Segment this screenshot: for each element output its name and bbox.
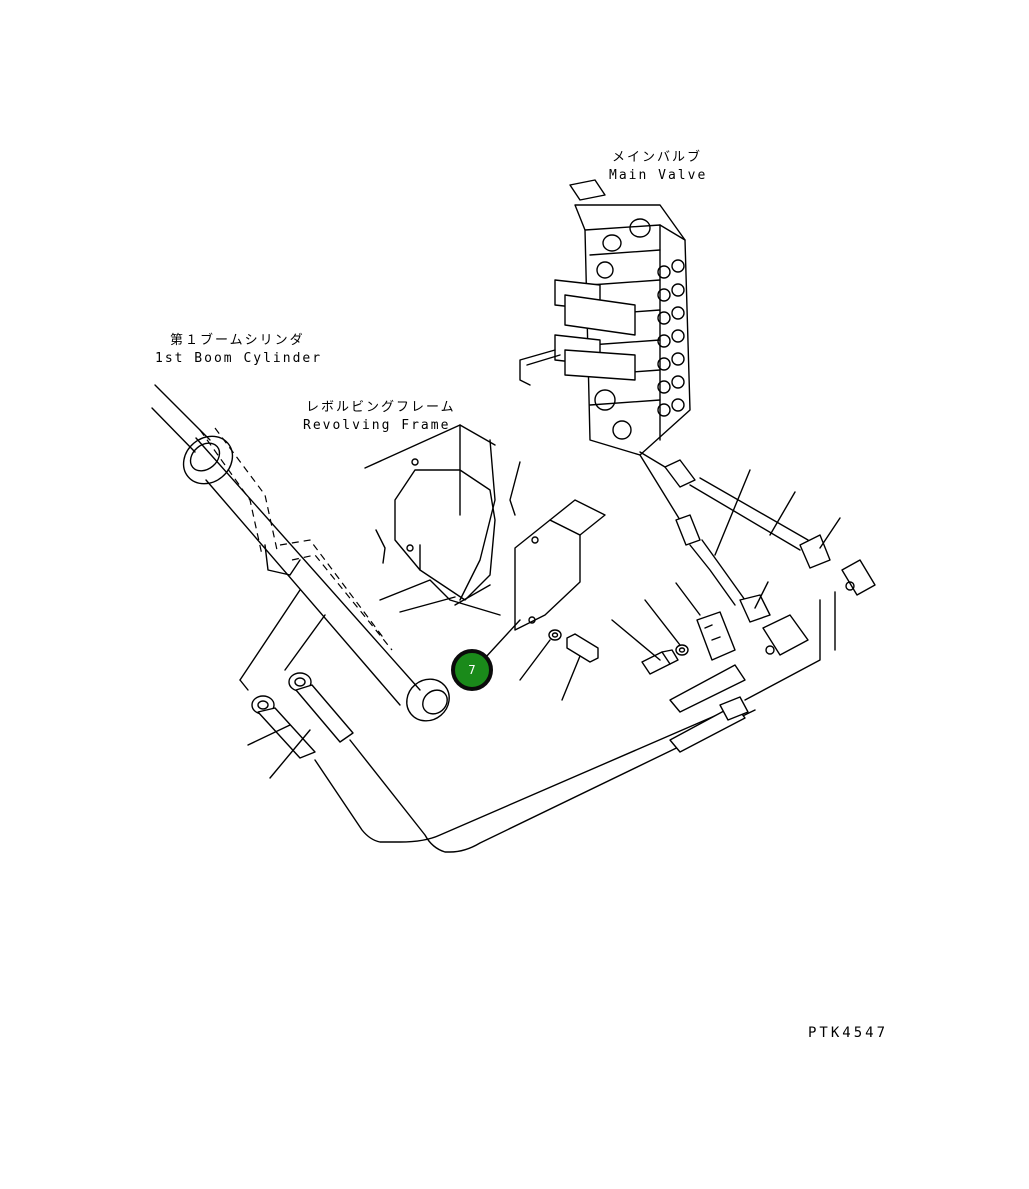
clamp-group [611,582,736,675]
callout-badge-7[interactable]: 7 [451,649,493,691]
valve-hoses [639,451,876,656]
boom-cylinder-label-en: 1st Boom Cylinder [155,351,323,366]
revolving-frame-label-jp: レボルビングフレーム [306,400,456,415]
boom-cylinder [151,384,450,722]
revolving-frame [364,424,521,616]
boom-cylinder-label-jp: 第１ブームシリンダ [170,333,305,348]
main-valve-label-jp: メインバルブ [612,150,703,165]
lower-left-fittings [239,584,491,779]
main-valve-label-en: Main Valve [609,168,708,183]
washer-bolt-group [519,629,599,701]
drawing-code: PTK4547 [808,1025,889,1041]
main-valve [519,179,691,456]
callout-leader-line [484,619,521,659]
hydraulic-lines [314,591,836,853]
bracket-plate [514,499,606,631]
valve-ports [657,259,685,417]
revolving-frame-label-en: Revolving Frame [303,418,451,433]
